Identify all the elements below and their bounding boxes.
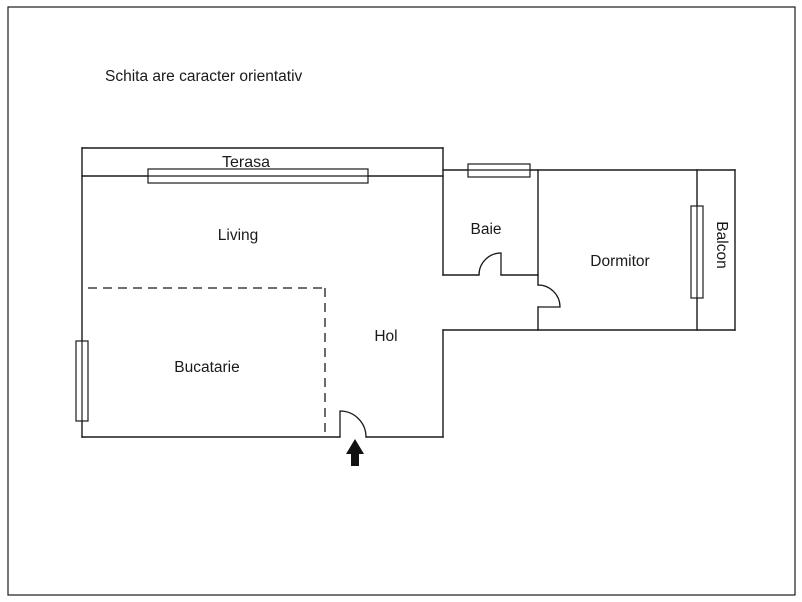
room-label-baie: Baie [470, 221, 501, 238]
door-arc-entrance [339, 410, 367, 438]
baie-door-swing [478, 252, 502, 276]
room-label-hol: Hol [374, 328, 397, 345]
room-label-balcon: Balcon [713, 221, 730, 268]
room-label-living: Living [218, 227, 259, 244]
window-symbol-terasa [147, 168, 369, 184]
room-label-dormitor: Dormitor [590, 253, 649, 270]
door-arc-baie [478, 252, 502, 276]
bucatarie-dashed-partition [88, 287, 326, 437]
walls [81, 147, 736, 438]
dormitor-door-swing [537, 284, 561, 308]
room-label-bucatarie: Bucatarie [174, 359, 239, 376]
entrance-arrow-icon [346, 439, 364, 466]
room-labels: Terasa Living Baie Dormitor Balcon Hol B… [174, 154, 730, 376]
window-symbol-baie [467, 163, 531, 178]
door-arc-dormitor [537, 284, 561, 308]
window-symbol-bucatarie [75, 340, 89, 422]
entrance-door-swing [339, 410, 367, 438]
window-symbol-balcon [690, 205, 704, 299]
page-border [7, 6, 796, 596]
room-label-terasa: Terasa [222, 154, 270, 171]
disclaimer-title: Schita are caracter orientativ [105, 68, 303, 85]
